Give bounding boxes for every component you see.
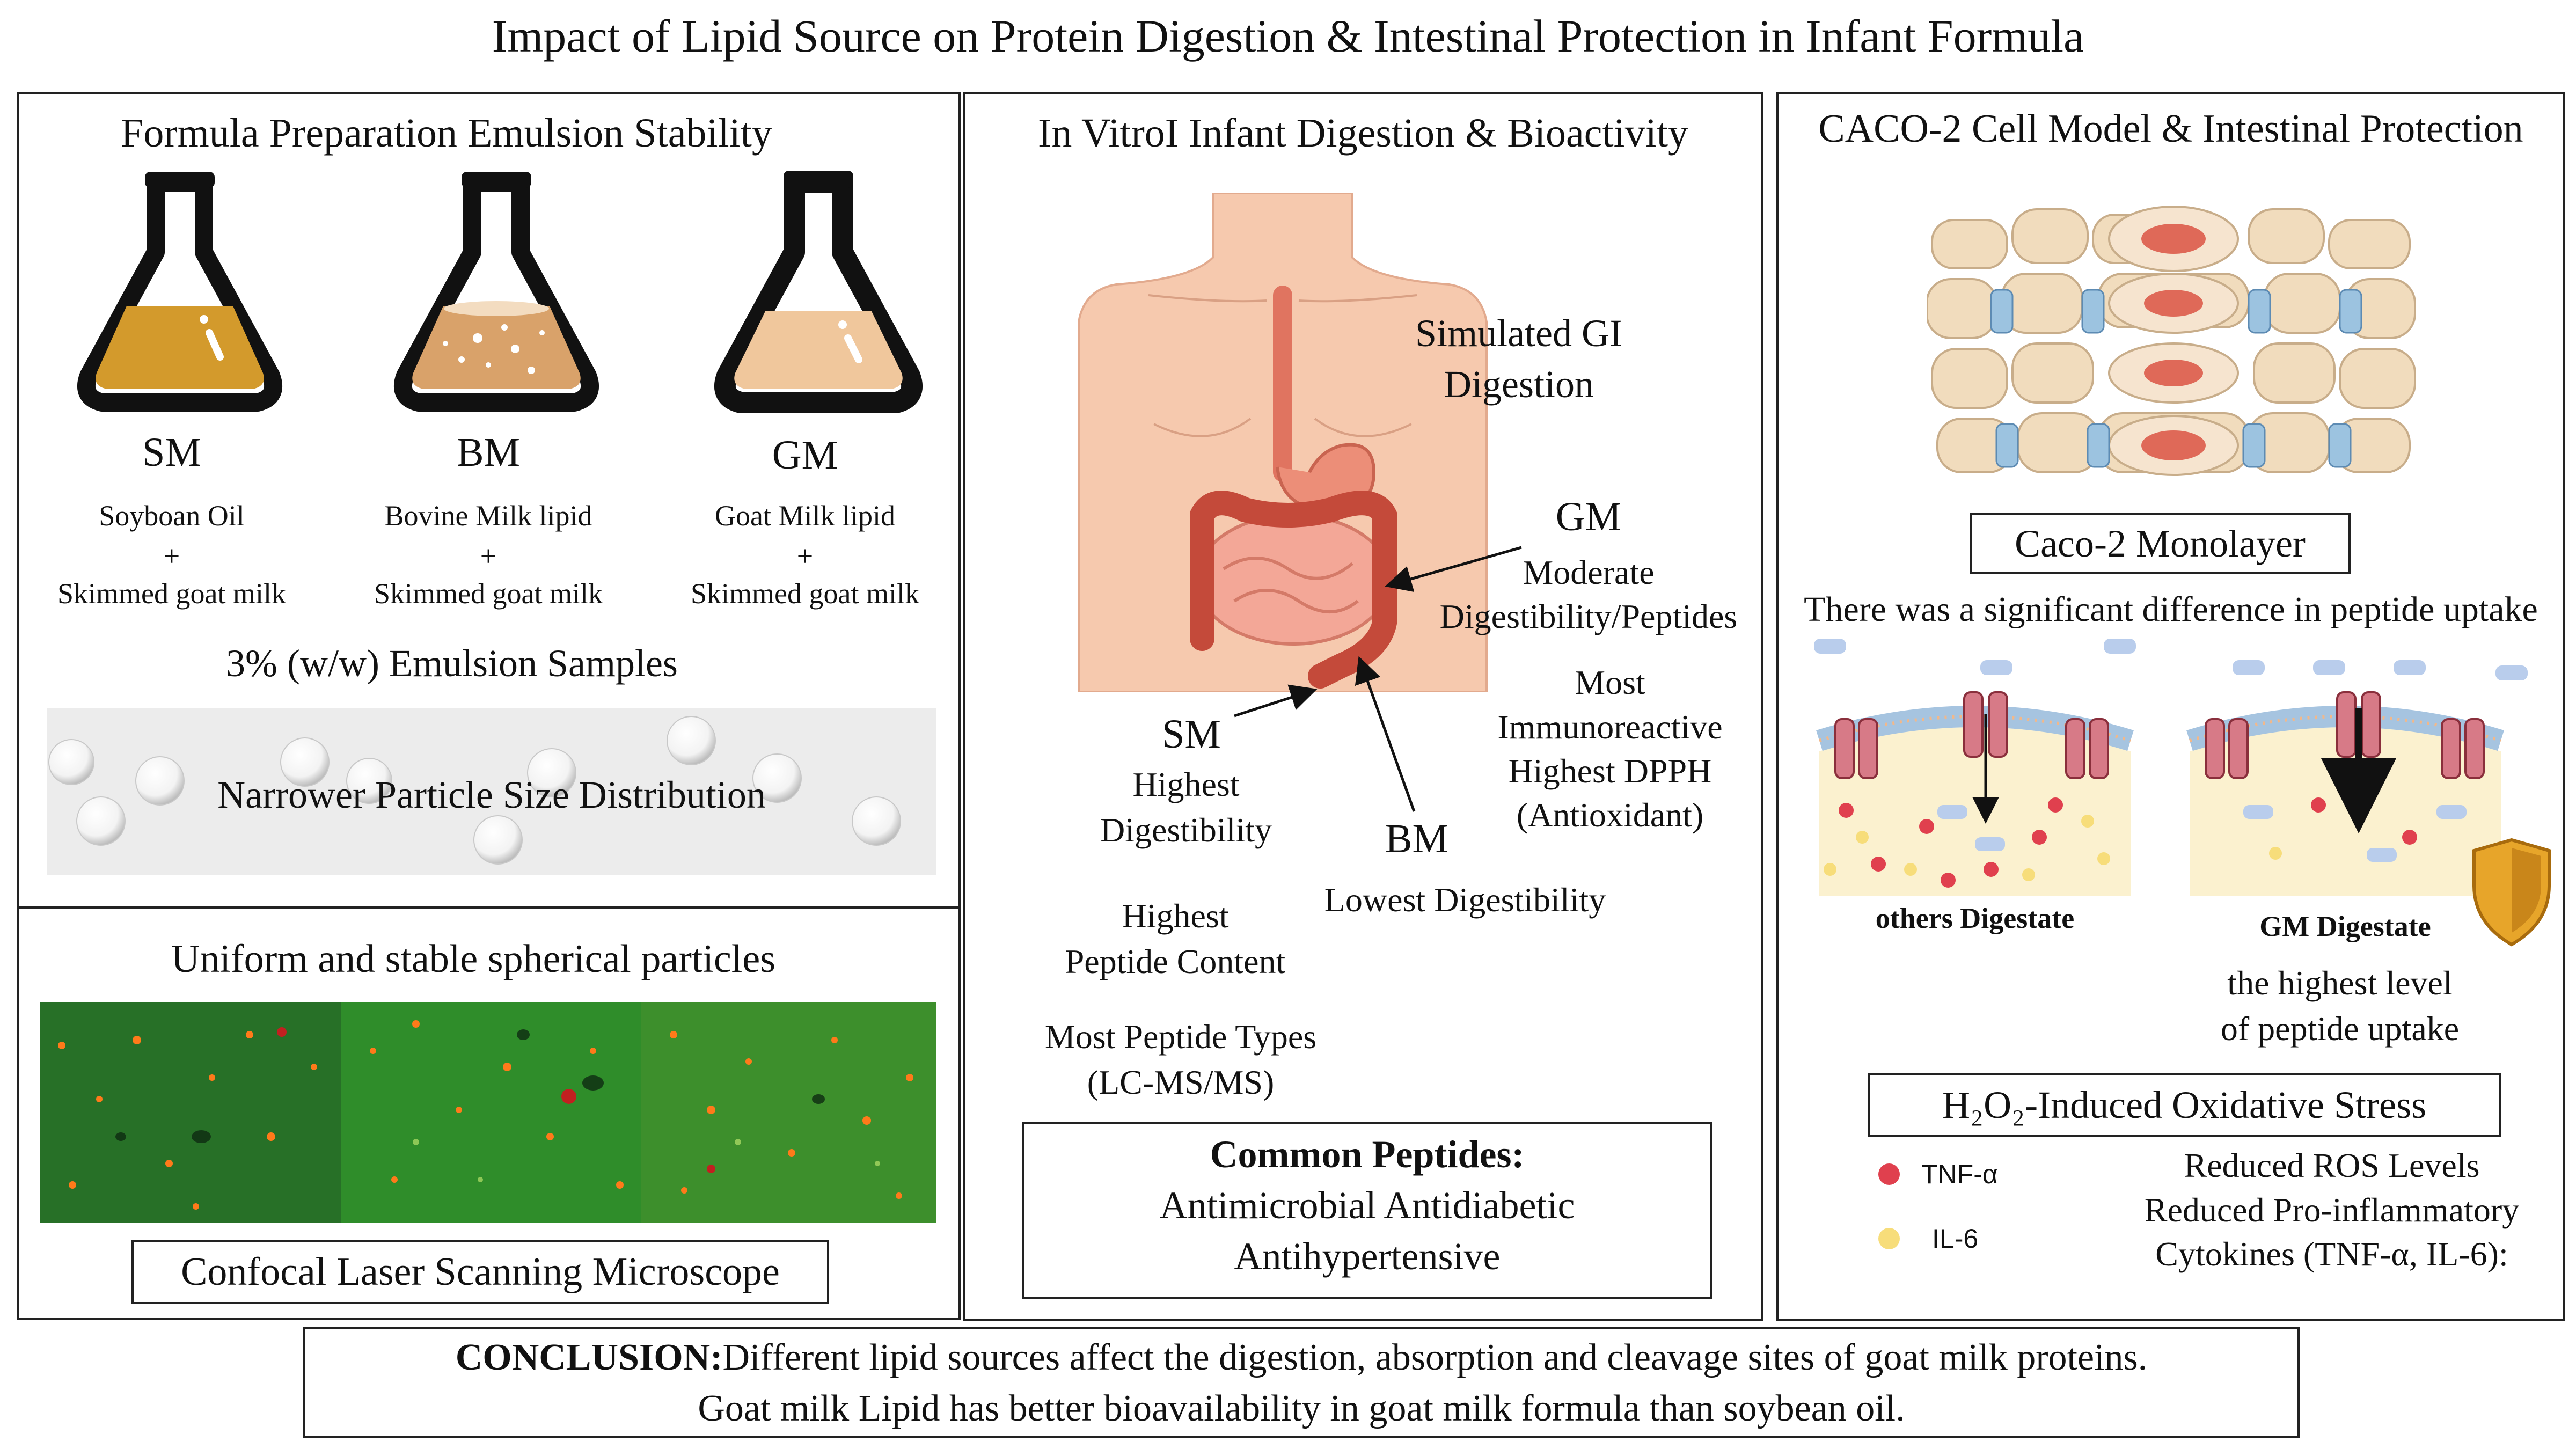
- sample-bm-line2: Skimmed goat milk: [374, 577, 603, 610]
- monolayer-label-box: [1970, 513, 2351, 574]
- gm-text-4: Immunoreactive: [1497, 708, 1723, 746]
- peptide-types-1: Most Peptide Types: [1044, 1018, 1317, 1056]
- bm-text: Lowest Digestibility: [1324, 881, 1606, 919]
- confocal-microscopy-image: [40, 1002, 936, 1223]
- reduced-proinflammatory: Reduced Pro-inflammatory: [2144, 1191, 2520, 1229]
- il6-marker: [1878, 1228, 1900, 1249]
- reduced-cytokines: Cytokines (TNF-α, IL-6):: [2155, 1235, 2508, 1273]
- microscopy-image-svg: [40, 1002, 936, 1223]
- sample-sm-plus: +: [163, 540, 180, 572]
- figure-title: Impact of Lipid Source on Protein Digest…: [492, 10, 2084, 62]
- panel1-heading: Formula Preparation Emulsion Stability: [121, 111, 772, 156]
- microscopy-heading: Uniform and stable spherical particles: [171, 937, 776, 981]
- sample-code-gm: GM: [772, 433, 838, 478]
- sm-code-label: SM: [1162, 712, 1221, 757]
- stress-label-box: [1868, 1073, 2501, 1137]
- gm-text-6: (Antioxidant): [1516, 796, 1704, 834]
- sample-code-sm: SM: [142, 430, 201, 475]
- sample-gm-line2: Skimmed goat milk: [691, 577, 919, 610]
- gm-arrow: [1385, 546, 1522, 592]
- common-peptides-line2: Antihypertensive: [1234, 1235, 1501, 1278]
- legend-tnf-alpha: TNF-α: [1921, 1159, 1998, 1189]
- stress-label: H₂O₂-Induced Oxidative Stress: [1942, 1084, 2426, 1126]
- sm-text-2: Digestibility: [1100, 811, 1272, 849]
- conclusion-lead: CONCLUSION:: [455, 1337, 723, 1378]
- common-peptides-title: Common Peptides:: [1210, 1133, 1525, 1176]
- conclusion-box: [303, 1327, 2300, 1438]
- sample-gm-line1: Goat Milk lipid: [715, 500, 895, 532]
- others-membrane: [1816, 691, 2134, 896]
- reduced-ros: Reduced ROS Levels: [2184, 1146, 2480, 1184]
- monolayer-label: Caco-2 Monolayer: [2015, 522, 2306, 565]
- legend-il6: IL-6: [1932, 1224, 1979, 1254]
- conclusion-line2: Goat milk Lipid has better bioavailabili…: [698, 1388, 1905, 1429]
- panel-digestion: [963, 92, 1763, 1321]
- sample-sm-line2: Skimmed goat milk: [57, 577, 286, 610]
- microscope-label: Confocal Laser Scanning Microscope: [181, 1250, 780, 1294]
- sm-arrow: [1234, 684, 1318, 718]
- gi-label-line1: Simulated GI: [1415, 312, 1622, 355]
- gm-text-3: Most: [1575, 663, 1645, 701]
- gi-label-line2: Digestion: [1444, 363, 1594, 406]
- peptide-types-2: (LC-MS/MS): [1087, 1063, 1275, 1101]
- sample-bm-line1: Bovine Milk lipid: [384, 500, 592, 532]
- sample-gm-plus: +: [796, 540, 814, 572]
- particle-distribution-band: [47, 708, 936, 875]
- membrane-uptake-diagrams: [1814, 639, 2551, 947]
- bm-arrow: [1355, 656, 1416, 812]
- sample-code-bm: BM: [456, 430, 521, 475]
- flask-bm-icon: [394, 172, 599, 412]
- gm-code-label: GM: [1555, 494, 1622, 539]
- gm-uptake-line2: of peptide uptake: [2220, 1009, 2460, 1048]
- common-peptides-line1: Antimicrobial Antidiabetic: [1159, 1184, 1575, 1227]
- sm-text-1: Highest: [1132, 765, 1240, 803]
- particle-bubbles: [48, 716, 901, 865]
- microscope-label-box: [131, 1240, 829, 1304]
- flask-illustrations: [77, 171, 923, 413]
- sample-sm-line1: Soyboan Oil: [99, 500, 245, 532]
- gm-text-1: Moderate: [1523, 553, 1655, 591]
- distribution-label: Narrower Particle Size Distribution: [217, 773, 766, 816]
- torso-gi-illustration: [1078, 193, 1488, 692]
- flask-sm-icon: [77, 172, 282, 412]
- flask-gm-icon: [714, 171, 923, 413]
- uptake-statement: There was a significant difference in pe…: [1804, 590, 2538, 629]
- gm-text-5: Highest DPPH: [1508, 752, 1712, 790]
- emulsion-samples-label: 3% (w/w) Emulsion Samples: [226, 642, 678, 685]
- digestion-arrows: [1234, 546, 1522, 812]
- gm-membrane: [2186, 691, 2504, 896]
- panel-caco2: [1776, 92, 2565, 1321]
- gm-text-2: Digestibility/Peptides: [1439, 597, 1738, 635]
- peptide-content-1: Highest: [1122, 897, 1229, 935]
- tnf-alpha-marker: [1878, 1163, 1900, 1185]
- panel3-heading: CACO-2 Cell Model & Intestinal Protectio…: [1818, 107, 2523, 151]
- peptide-content-2: Peptide Content: [1065, 942, 1286, 980]
- gm-digestate-label: GM Digestate: [2259, 910, 2431, 942]
- large-intestine: [1190, 491, 1397, 689]
- panel2-heading: In VitroI Infant Digestion & Bioactivity: [1038, 111, 1688, 156]
- conclusion-line1: CONCLUSION:Different lipid sources affec…: [303, 1336, 2300, 1380]
- gm-uptake-line1: the highest level: [2227, 964, 2453, 1002]
- caco2-monolayer-illustration: [1927, 206, 2416, 476]
- cytokine-legend-markers: [1878, 1163, 1900, 1249]
- sample-bm-plus: +: [480, 540, 497, 572]
- others-digestate-label: others Digestate: [1875, 902, 2075, 934]
- panel-microscopy: [17, 907, 961, 1320]
- bm-code-label: BM: [1385, 816, 1449, 861]
- protection-shield-icon: [2472, 838, 2551, 947]
- conclusion-text-1: Different lipid sources affect the diges…: [722, 1337, 2148, 1378]
- common-peptides-box: [1022, 1122, 1712, 1299]
